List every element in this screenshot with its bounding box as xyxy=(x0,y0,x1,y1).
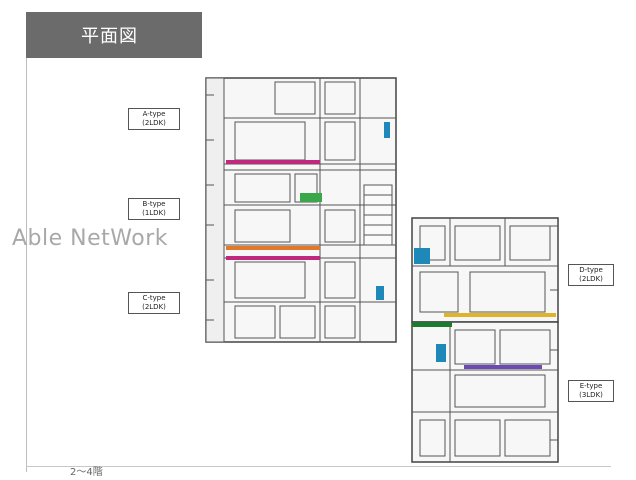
blue-accent-d xyxy=(414,248,430,264)
b-type-marker xyxy=(300,193,322,202)
b-type-label: B-type(1LDK) xyxy=(128,198,180,220)
bottom-divider xyxy=(26,466,611,467)
page-title: 平面図 xyxy=(81,26,138,47)
e-type-marker xyxy=(464,365,542,369)
d-type-marker xyxy=(444,313,556,317)
blue-accent-a xyxy=(384,122,390,138)
floor-label: 2～4階 xyxy=(70,467,103,478)
blue-accent-c xyxy=(376,286,384,300)
left-building xyxy=(205,77,397,343)
c-type-label: C-type(2LDK) xyxy=(128,292,180,314)
a-type-marker xyxy=(226,160,320,164)
c-type-marker-orange xyxy=(226,246,320,250)
blue-accent-e xyxy=(436,344,446,362)
c-type-marker-magenta xyxy=(226,256,320,260)
title-banner: 平面図 xyxy=(26,12,202,58)
divider-marker xyxy=(412,322,452,327)
left-border-line xyxy=(26,12,27,472)
d-type-label: D-type(2LDK) xyxy=(568,264,614,286)
e-type-label: E-type(3LDK) xyxy=(568,380,614,402)
watermark-text: Able NetWork xyxy=(12,226,168,251)
a-type-label: A-type(2LDK) xyxy=(128,108,180,130)
right-building xyxy=(411,217,559,463)
